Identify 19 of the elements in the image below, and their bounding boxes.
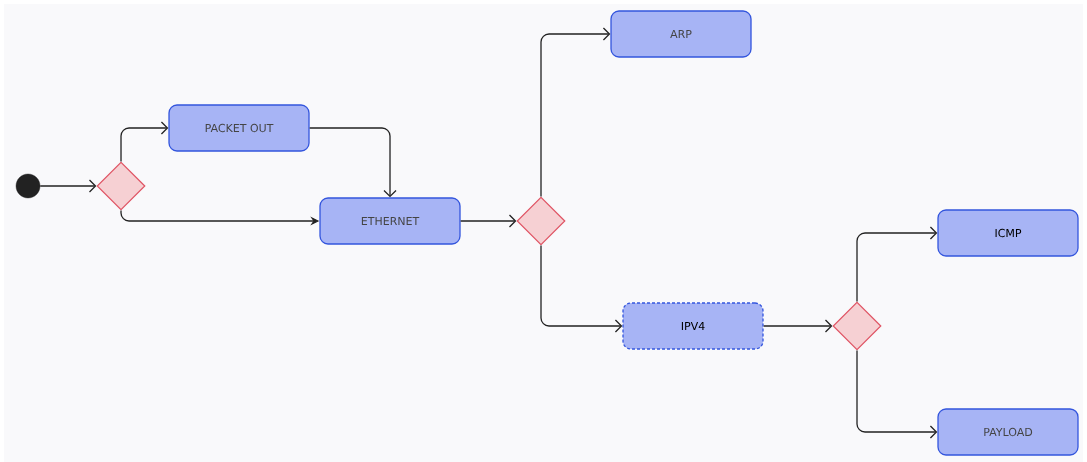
- arrow: [309, 127, 397, 198]
- arrow: [763, 319, 833, 333]
- arrow: [540, 27, 611, 198]
- arrow: [460, 214, 517, 228]
- process-box: PAYLOAD: [937, 408, 1079, 456]
- process-box: PACKET OUT: [168, 104, 310, 152]
- process-box: ETHERNET: [319, 197, 461, 245]
- arrow: [120, 121, 169, 163]
- process-box: IPV4: [622, 302, 764, 350]
- process-box: ARP: [610, 10, 752, 58]
- arrow: [39, 179, 97, 193]
- arrow: [856, 226, 938, 303]
- arrow: [540, 244, 623, 333]
- decision-diamond: [832, 301, 882, 351]
- process-box: ICMP: [937, 209, 1079, 257]
- decision-diamond: [96, 161, 146, 211]
- start-dot: [15, 173, 41, 199]
- arrow: [856, 349, 938, 439]
- decision-diamond: [516, 196, 566, 246]
